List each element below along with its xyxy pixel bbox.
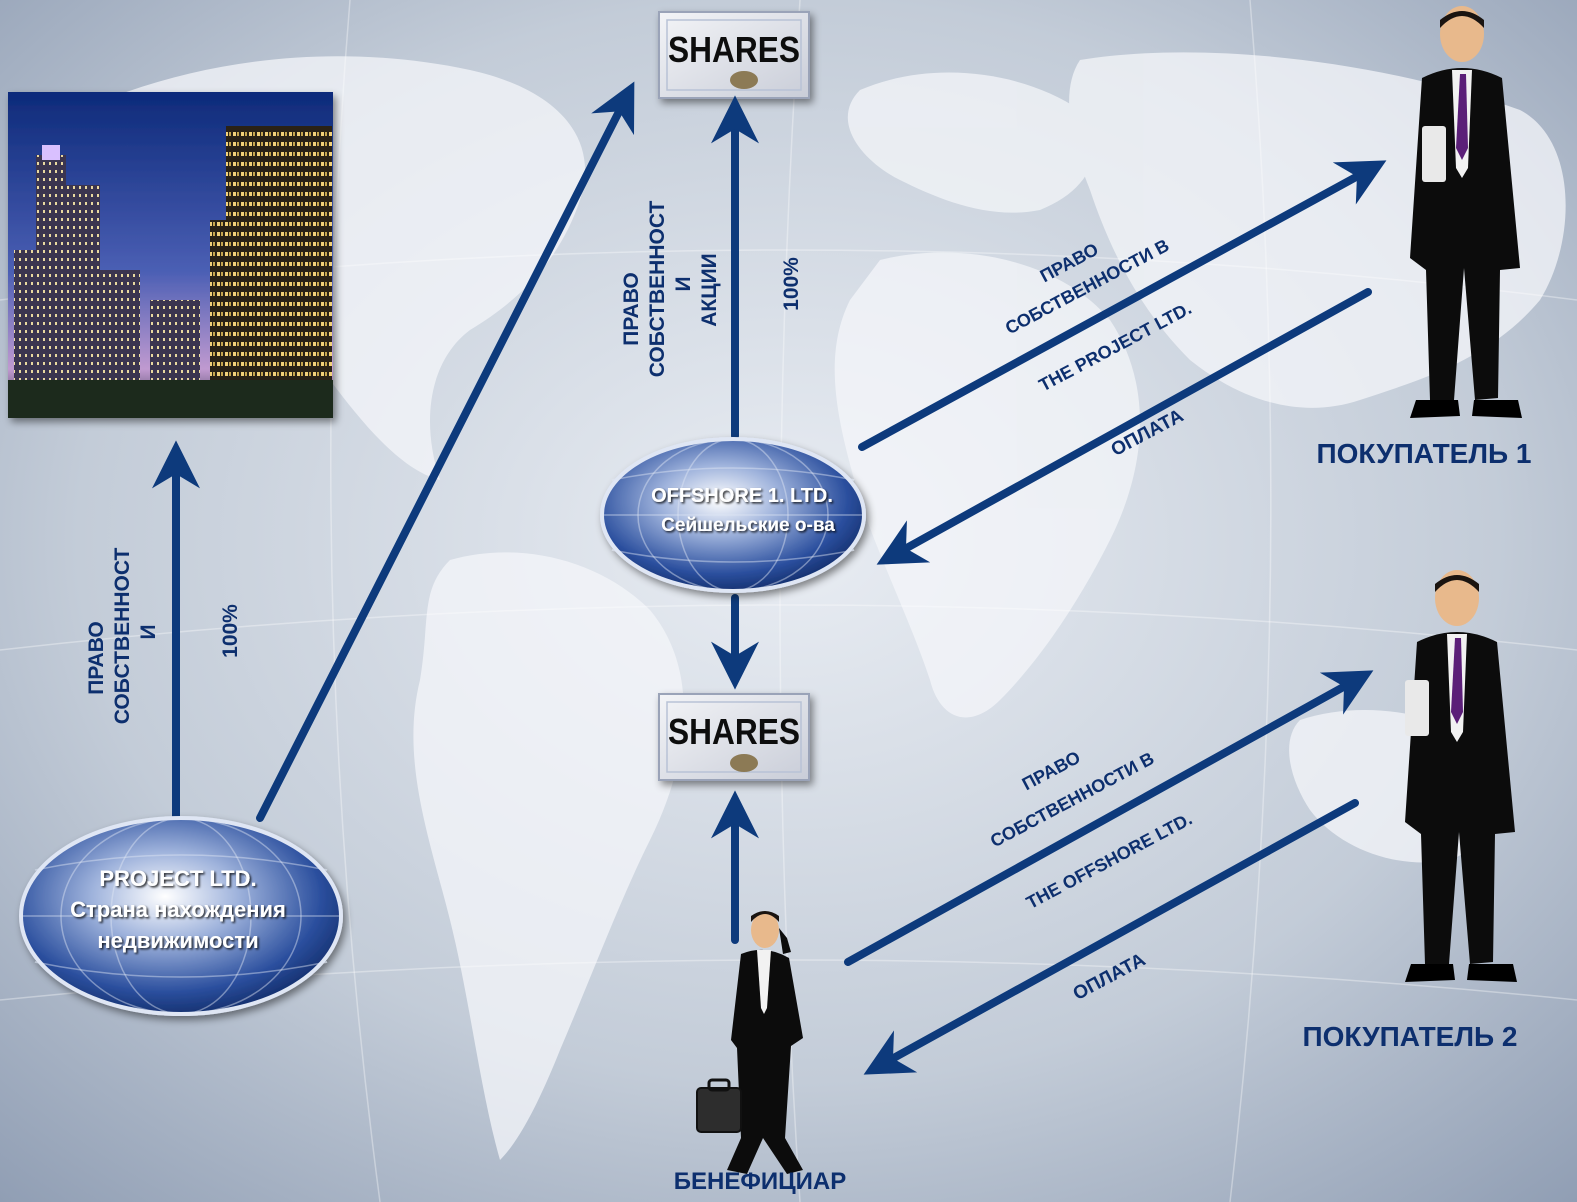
- arrow-buyer1-payment: [876, 288, 1372, 565]
- center-label-line4: АКЦИИ: [698, 253, 721, 327]
- center-vertical-label: ПРАВО СОБСТВЕННОСТ И АКЦИИ 100%: [620, 201, 803, 378]
- businessman-icon: [1410, 6, 1522, 418]
- left-label-line3: И: [137, 624, 160, 639]
- project-name: PROJECT LTD.: [99, 866, 256, 891]
- arrow-project-to-shares-top: [256, 81, 635, 822]
- shares-certificate-top: SHARES: [658, 11, 810, 99]
- arrow-offshore-to-buyer1: [858, 160, 1387, 451]
- center-label-line3: И: [672, 276, 695, 291]
- project-ltd-node: PROJECT LTD. Страна нахождения недвижимо…: [19, 816, 343, 1016]
- buyer1-label: ПОКУПАТЕЛЬ 1: [1317, 438, 1532, 469]
- businessman-icon: [1405, 570, 1517, 982]
- project-country-2: недвижимости: [97, 928, 258, 953]
- certificate-seal-icon: [730, 754, 758, 772]
- buyer1-figure: [1410, 6, 1522, 418]
- certificate-seal-icon: [730, 71, 758, 89]
- offshore-name: OFFSHORE 1. LTD.: [651, 485, 833, 507]
- buyer2-figure: [1405, 570, 1517, 982]
- offshore-jurisdiction: Сейшельские о-ва: [661, 515, 835, 536]
- shares-bottom-label: SHARES: [668, 711, 800, 752]
- center-label-percent: 100%: [780, 257, 803, 311]
- center-label-line1: ПРАВО: [620, 272, 643, 345]
- arrows: [152, 81, 1387, 1075]
- building-photo: [8, 92, 333, 418]
- buyer2-label: ПОКУПАТЕЛЬ 2: [1303, 1021, 1518, 1052]
- beneficiary-figure: [696, 911, 803, 1174]
- shares-certificate-bottom: SHARES: [658, 693, 810, 781]
- arrow-buyer2-payment: [863, 799, 1359, 1075]
- left-label-percent: 100%: [219, 604, 242, 658]
- businessman-icon: [696, 911, 803, 1174]
- center-label-line2: СОБСТВЕННОСТ: [646, 201, 669, 378]
- globe-icon: [602, 438, 864, 592]
- left-vertical-label: ПРАВО СОБСТВЕННОСТ И 100%: [85, 548, 242, 725]
- globe-icon: [21, 817, 341, 1015]
- shares-top-label: SHARES: [668, 29, 800, 70]
- arrow-beneficiary-to-buyer2: [844, 670, 1374, 966]
- left-label-line2: СОБСТВЕННОСТ: [111, 548, 134, 725]
- beneficiary-label: БЕНЕФИЦИАР: [674, 1168, 846, 1195]
- project-country: Страна нахождения: [70, 897, 286, 922]
- offshore-ltd-node: OFFSHORE 1. LTD. Сейшельские о-ва: [600, 437, 866, 593]
- briefcase-icon: [696, 1087, 742, 1133]
- left-label-line1: ПРАВО: [85, 621, 108, 694]
